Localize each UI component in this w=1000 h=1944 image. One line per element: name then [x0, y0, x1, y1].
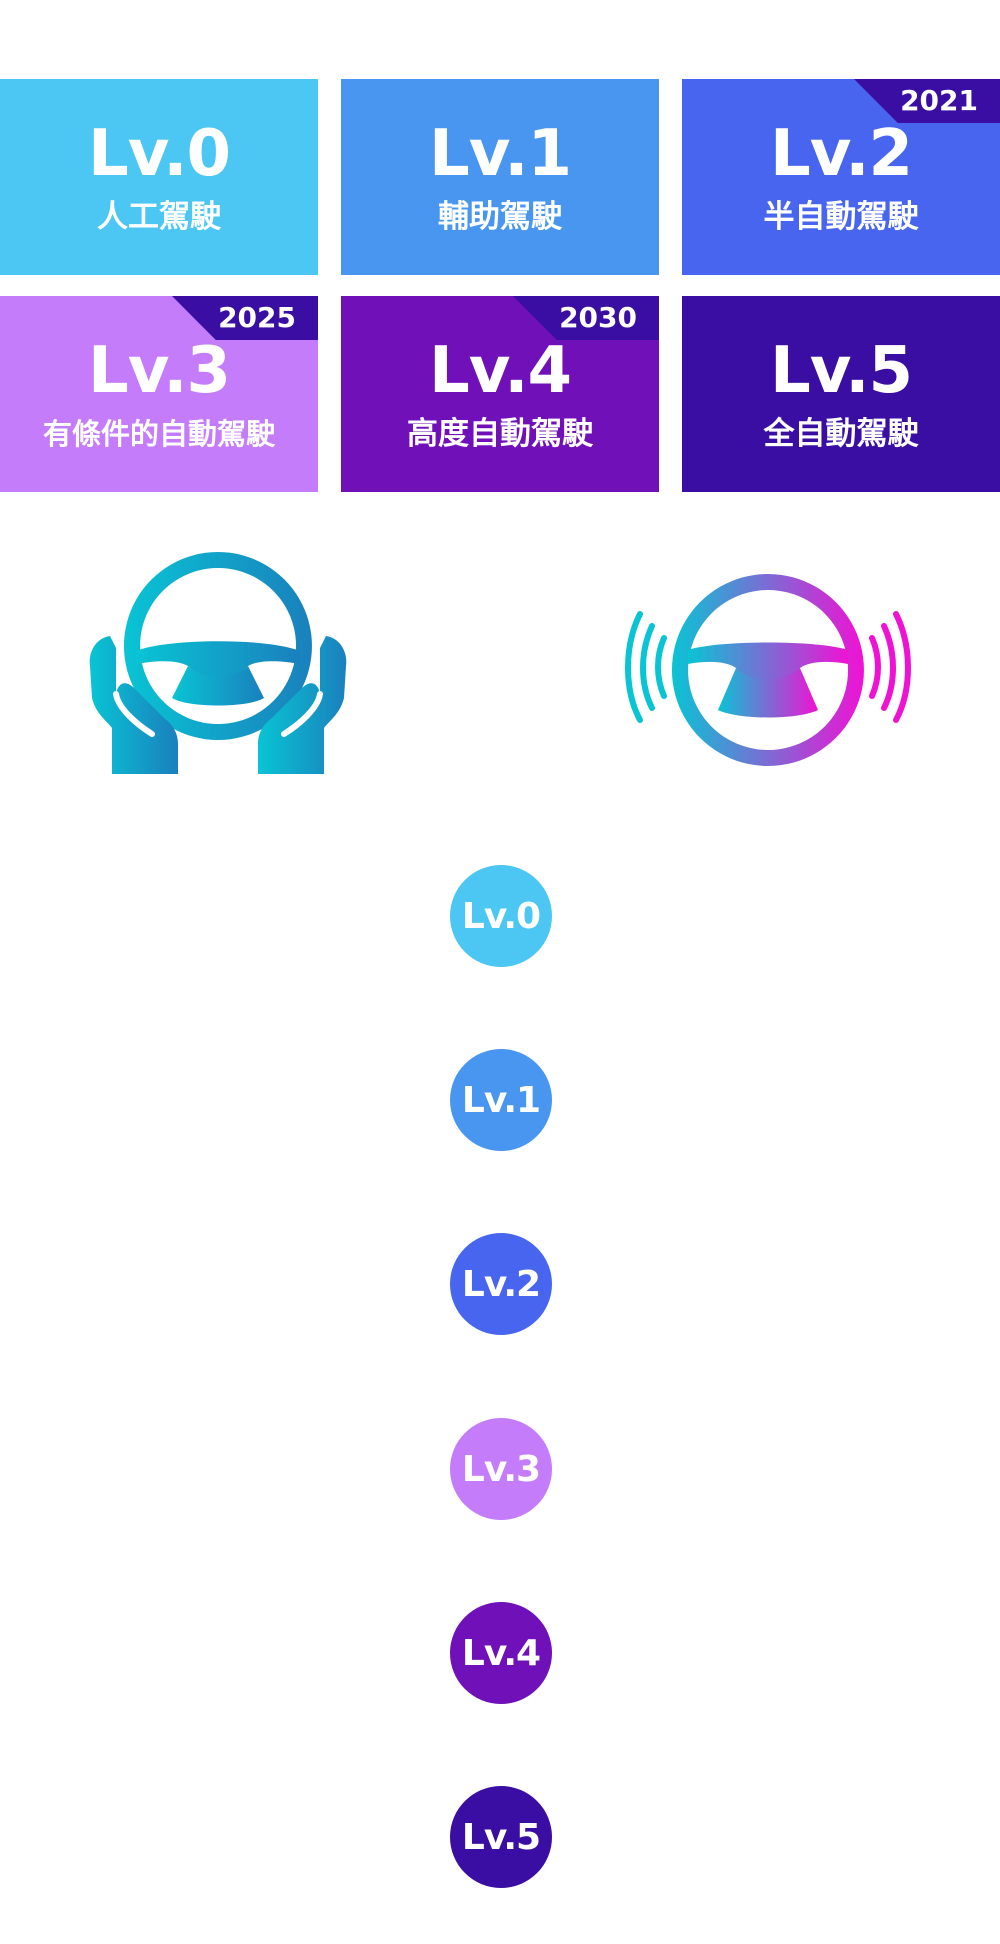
level-description: 高度自動駕駛: [407, 416, 593, 452]
level-card-3: 2025 Lv.3 有條件的自動駕駛: [0, 296, 318, 492]
level-circle-0: Lv.0: [450, 865, 552, 967]
year-badge-label: 2025: [218, 301, 296, 334]
level-description: 輔助駕駛: [438, 199, 562, 235]
level-card-4: 2030 Lv.4 高度自動駕駛: [341, 296, 659, 492]
level-circle-2: Lv.2: [450, 1233, 552, 1335]
year-badge-label: 2021: [900, 84, 978, 117]
level-title: Lv.4: [428, 334, 572, 408]
level-circle-4: Lv.4: [450, 1602, 552, 1704]
level-description: 有條件的自動駕駛: [42, 417, 275, 451]
level-title: Lv.0: [87, 117, 231, 191]
hands-on-steering-wheel-icon: [89, 552, 347, 774]
level-card-grid: Lv.0 人工駕駛 Lv.1 輔助駕駛 2021 Lv.2 半自動駕駛 2025…: [0, 79, 1000, 492]
level-card-2: 2021 Lv.2 半自動駕駛: [682, 79, 1000, 275]
level-circle-5: Lv.5: [450, 1786, 552, 1888]
level-card-5: Lv.5 全自動駕駛: [682, 296, 1000, 492]
level-description: 全自動駕駛: [763, 416, 919, 452]
level-title: Lv.3: [87, 334, 231, 408]
level-title: Lv.1: [428, 117, 572, 191]
level-title: Lv.2: [769, 117, 913, 191]
level-description: 人工駕駛: [97, 199, 221, 235]
autonomous-steering-wheel-icon: [625, 574, 911, 766]
level-description: 半自動駕駛: [763, 199, 919, 235]
year-badge: 2025: [172, 296, 318, 340]
level-card-1: Lv.1 輔助駕駛: [341, 79, 659, 275]
level-circle-3: Lv.3: [450, 1418, 552, 1520]
level-card-0: Lv.0 人工駕駛: [0, 79, 318, 275]
level-title: Lv.5: [769, 334, 913, 408]
level-circle-1: Lv.1: [450, 1049, 552, 1151]
year-badge-label: 2030: [559, 301, 637, 334]
